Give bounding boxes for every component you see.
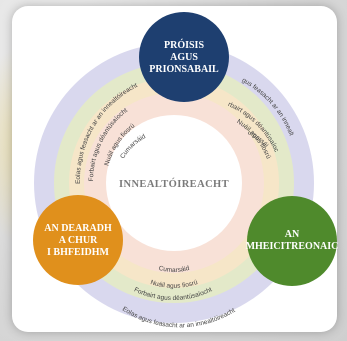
node-top-line-2: AGUS <box>170 52 198 63</box>
center-label: INNEALTÓIREACHT <box>119 178 229 190</box>
node-design-implementation: AN DEARADH A CHUR I BHFEIDHM <box>33 195 123 285</box>
node-right-line-1: AN <box>285 229 300 240</box>
ring-text-cumarsaid-bottom: Cumarsáid <box>158 265 191 274</box>
ring-text-nuail-bottom: Nuáil agus fiosrú <box>149 279 198 290</box>
node-top-line-1: PRÓISIS <box>164 39 204 51</box>
node-left-line-3: I BHFEIDHM <box>47 247 110 258</box>
ring-center <box>106 115 242 251</box>
node-right-line-2: MHEICITREONAIC <box>246 241 339 252</box>
node-left-line-2: A CHUR <box>59 235 98 246</box>
node-processes-principles: PRÓISIS AGUS PRIONSABAIL <box>139 12 229 102</box>
node-top-circle <box>139 12 229 102</box>
node-left-circle <box>33 195 123 285</box>
node-mechatronics: AN MHEICITREONAIC <box>246 196 339 286</box>
node-left-line-1: AN DEARADH <box>44 223 112 234</box>
node-top-line-3: PRIONSABAIL <box>149 64 219 75</box>
node-right-circle <box>247 196 337 286</box>
